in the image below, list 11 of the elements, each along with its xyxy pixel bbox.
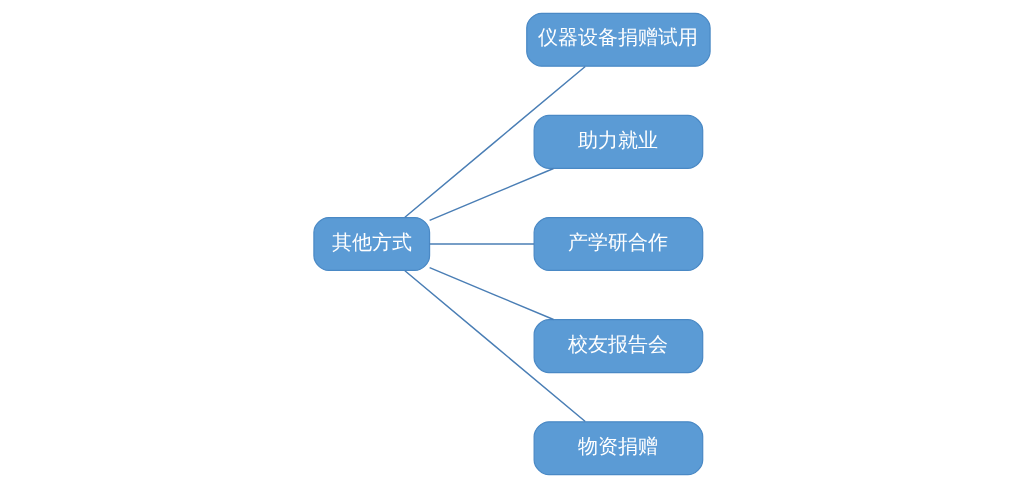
node-box: 其他方式 bbox=[313, 216, 431, 272]
node-box: 物资捐赠 bbox=[533, 421, 704, 476]
connector bbox=[404, 269, 586, 423]
connector bbox=[428, 167, 555, 222]
node-box: 校友报告会 bbox=[533, 319, 704, 374]
node-box: 产学研合作 bbox=[533, 216, 704, 272]
connector bbox=[428, 243, 535, 245]
node-box: 仪器设备捐赠试用 bbox=[526, 12, 711, 67]
connector bbox=[428, 266, 555, 321]
node-box: 助力就业 bbox=[533, 114, 704, 169]
connector bbox=[404, 65, 586, 219]
